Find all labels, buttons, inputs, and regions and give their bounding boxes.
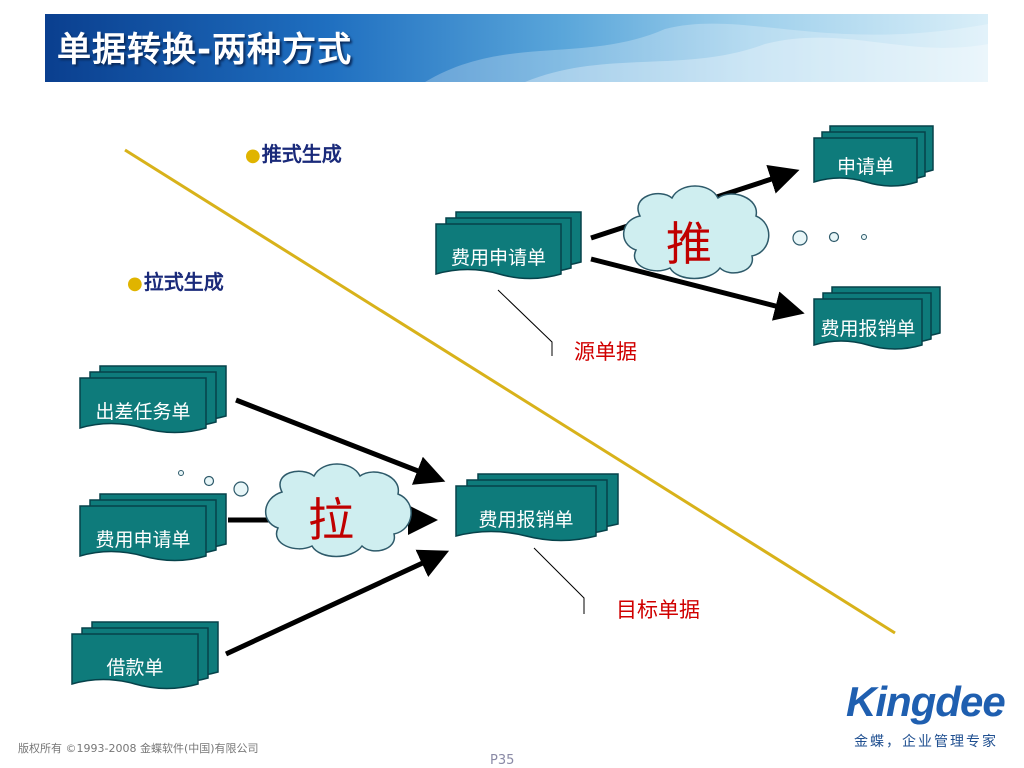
push-cloud-icon	[623, 185, 770, 280]
kingdee-logo: Kingdee	[846, 678, 1006, 725]
thought-bubble-icon	[233, 481, 249, 497]
pull-bullet-label: 拉式生成	[143, 270, 224, 294]
doc-label-expense-apply: 费用申请单	[95, 529, 191, 551]
pull-bullet: ●拉式生成	[127, 266, 224, 295]
doc-stack-reimburse-target	[813, 286, 941, 350]
doc-stack-push-source	[435, 211, 582, 280]
pull-cloud-icon	[265, 463, 412, 558]
wave-decoration-icon	[425, 23, 988, 82]
push-bullet-label: 推式生成	[261, 142, 342, 166]
copyright-text: 版权所有 ©1993-2008 金蝶软件(中国)有限公司	[18, 742, 259, 755]
doc-stack-travel	[79, 365, 227, 434]
pull-cloud-label: 拉	[308, 493, 354, 547]
thought-bubble-icon	[828, 231, 840, 243]
doc-label-reimburse: 费用报销单	[820, 318, 916, 340]
thought-bubble-icon	[203, 475, 215, 487]
page-number: P35	[490, 753, 515, 768]
pull-arrow-loan	[224, 549, 450, 657]
title-banner: 单据转换-两种方式	[45, 14, 988, 82]
push-bullet: ●推式生成	[245, 138, 342, 167]
target-callout-line	[533, 547, 585, 614]
doc-stack-pull-target	[455, 473, 619, 542]
thought-bubble-icon	[861, 234, 867, 240]
bullet-dot-icon: ●	[245, 145, 261, 166]
doc-label-travel: 出差任务单	[95, 401, 191, 423]
doc-label-push-source: 费用申请单	[450, 247, 546, 269]
divider-line	[124, 148, 896, 635]
source-doc-note: 源单据	[574, 340, 637, 364]
doc-label-apply: 申请单	[836, 156, 894, 178]
bullet-dot-icon: ●	[127, 273, 143, 294]
doc-stack-apply-target	[813, 125, 934, 187]
page-title: 单据转换-两种方式	[57, 30, 353, 70]
target-doc-note: 目标单据	[616, 598, 700, 622]
doc-label-pull-target: 费用报销单	[478, 509, 574, 531]
pull-arrow-travel	[235, 397, 446, 485]
doc-stack-loan	[71, 621, 219, 690]
thought-bubble-icon	[792, 230, 808, 246]
push-arrow-reimburse	[590, 256, 805, 321]
source-callout-line	[497, 289, 553, 356]
brand-slogan: 金蝶，企业管理专家	[854, 734, 998, 750]
push-cloud-label: 推	[666, 217, 712, 271]
thought-bubble-icon	[178, 470, 184, 476]
doc-stack-expense-apply	[79, 493, 227, 562]
doc-label-loan: 借款单	[106, 657, 164, 679]
